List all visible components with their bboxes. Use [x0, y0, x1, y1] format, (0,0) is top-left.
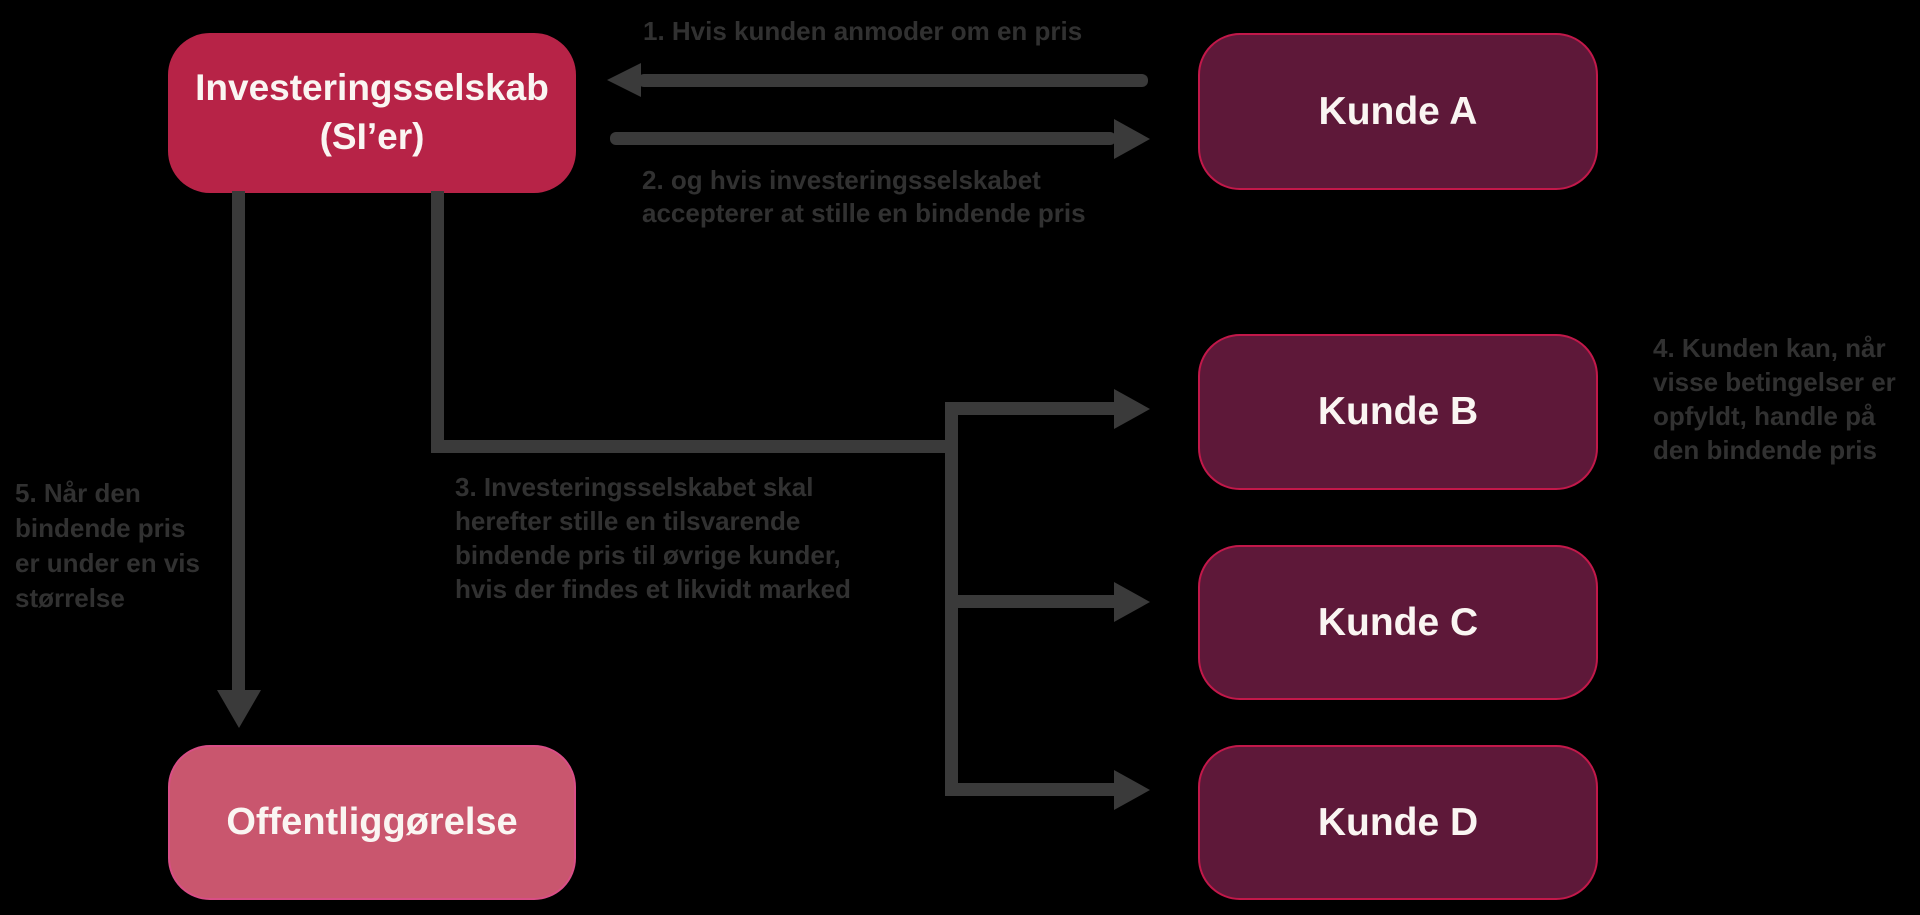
arrowhead-right-icon: [1114, 119, 1150, 159]
node-investeringsselskab: Investeringsselskab (SI’er): [168, 33, 576, 193]
connector-branch-kunde-c: [951, 595, 1115, 608]
label-step-3: 3. Investeringsselskabet skal herefter s…: [455, 472, 851, 604]
connector-publication: [232, 191, 245, 692]
node-kunde-b: Kunde B: [1198, 334, 1598, 490]
arrowhead-right-icon: [1114, 582, 1150, 622]
arrowhead-down-icon: [217, 690, 261, 728]
label-step-1: 1. Hvis kunden anmoder om en pris: [643, 16, 1083, 46]
label-step-5: 5. Når den bindende pris er under en vis…: [15, 478, 200, 613]
connector-accept-price: [610, 132, 1116, 145]
arrowhead-left-icon: [607, 63, 641, 97]
node-kunde-a: Kunde A: [1198, 33, 1598, 190]
connector-feeder-horizontal: [431, 440, 958, 453]
connector-request-price: [638, 74, 1148, 87]
arrowhead-right-icon: [1114, 389, 1150, 429]
node-kunde-d: Kunde D: [1198, 745, 1598, 900]
connector-feeder-vertical: [431, 191, 444, 453]
connector-branch-kunde-b: [945, 402, 1115, 415]
label-step-4: 4. Kunden kan, når visse betingelser er …: [1653, 333, 1896, 465]
node-offentliggoerelse: Offentliggørelse: [168, 745, 576, 900]
node-kunde-c: Kunde C: [1198, 545, 1598, 700]
label-step-2: 2. og hvis investeringsselskabet accepte…: [642, 165, 1086, 228]
connector-branch-kunde-d: [951, 783, 1115, 796]
arrowhead-right-icon: [1114, 770, 1150, 810]
